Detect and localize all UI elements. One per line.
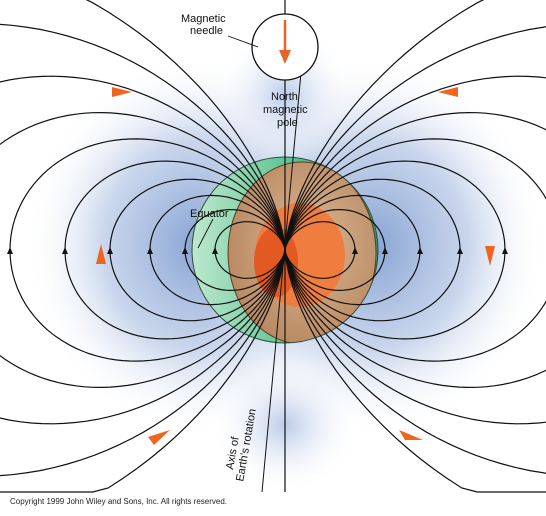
field-line-arrow bbox=[62, 247, 68, 254]
field-line-arrow bbox=[182, 247, 188, 254]
field-line bbox=[284, 138, 546, 362]
field-line bbox=[284, 111, 546, 389]
pole-label-line2: magnetic bbox=[263, 104, 308, 116]
field-line-arrow bbox=[457, 247, 463, 254]
needle-label-line2: needle bbox=[190, 25, 223, 37]
field-direction-arrow-icon bbox=[485, 246, 495, 266]
field-line-arrowheads bbox=[7, 247, 508, 254]
pole-label-line3: pole bbox=[277, 117, 298, 129]
field-direction-arrow-icon bbox=[96, 244, 106, 264]
copyright-notice: Copyright 1999 John Wiley and Sons, Inc.… bbox=[10, 497, 227, 506]
field-line-arrow bbox=[107, 247, 113, 254]
field-line bbox=[284, 25, 546, 475]
needle-label-leader bbox=[227, 35, 259, 48]
equator-label-leader bbox=[197, 218, 214, 249]
field-direction-arrow-icon bbox=[112, 87, 132, 97]
magnetic-field-lines bbox=[0, 0, 546, 493]
rotation-axis-line bbox=[261, 29, 306, 493]
field-line-arrow bbox=[7, 247, 13, 254]
field-line bbox=[284, 0, 546, 493]
field-direction-arrow-icon bbox=[438, 87, 458, 97]
field-direction-arrow-icon bbox=[399, 430, 423, 440]
field-line bbox=[284, 75, 546, 425]
field-direction-arrows bbox=[96, 87, 495, 445]
field-line-arrow bbox=[352, 247, 358, 254]
field-line bbox=[0, 111, 286, 389]
field-line-arrow bbox=[382, 247, 388, 254]
field-line bbox=[0, 75, 286, 425]
equator-label: Equator bbox=[190, 208, 229, 220]
needle-label-line1: Magnetic bbox=[181, 13, 226, 25]
field-line-arrow bbox=[502, 247, 508, 254]
field-direction-arrow-icon bbox=[148, 430, 170, 445]
pole-label-line1: North bbox=[271, 91, 298, 103]
field-line bbox=[0, 0, 286, 493]
magnetic-needle-icon bbox=[251, 13, 319, 81]
field-line-arrow bbox=[212, 247, 218, 254]
field-line-arrow bbox=[147, 247, 153, 254]
field-line bbox=[0, 23, 286, 477]
field-line-arrow bbox=[417, 247, 423, 254]
axis-label-line1: Axis of bbox=[224, 435, 242, 471]
